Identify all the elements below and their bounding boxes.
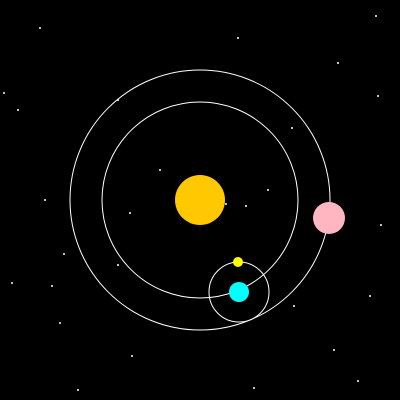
star-field	[3, 15, 382, 391]
inner-orbit	[101, 101, 299, 299]
moon	[233, 257, 243, 267]
star	[375, 15, 377, 17]
star	[237, 37, 239, 39]
star	[377, 95, 379, 97]
star	[291, 127, 293, 129]
star	[159, 169, 161, 171]
pink-planet	[313, 202, 345, 234]
star	[129, 212, 131, 214]
star	[225, 203, 227, 205]
star	[77, 389, 79, 391]
star	[59, 322, 61, 324]
star	[253, 387, 255, 389]
star	[337, 62, 339, 64]
star	[17, 109, 19, 111]
earth	[229, 282, 249, 302]
star	[369, 295, 371, 297]
star	[3, 92, 5, 94]
star	[51, 285, 53, 287]
star	[117, 264, 119, 266]
star	[293, 305, 295, 307]
outer-orbit	[69, 69, 331, 331]
star	[39, 27, 41, 29]
star	[333, 349, 335, 351]
star	[44, 199, 46, 201]
star	[245, 205, 247, 207]
sun	[175, 175, 225, 225]
star	[11, 282, 13, 284]
star	[357, 380, 359, 382]
star	[131, 355, 133, 357]
star	[267, 189, 269, 191]
star	[380, 224, 382, 226]
star	[63, 253, 65, 255]
